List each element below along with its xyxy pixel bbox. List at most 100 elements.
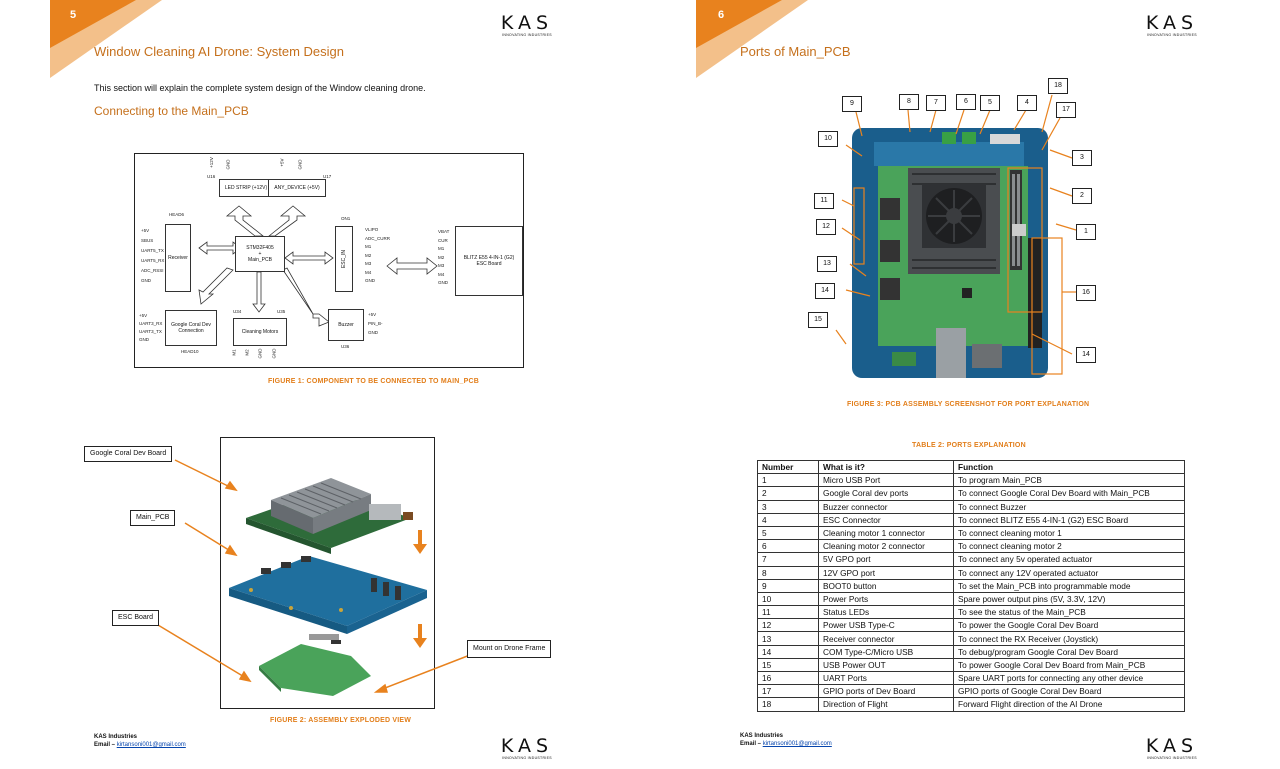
receiver-block: Receiver bbox=[165, 224, 191, 292]
cell-number: 11 bbox=[757, 605, 819, 620]
cell-function: To power Google Coral Dev Board from Mai… bbox=[953, 657, 1185, 673]
cell-function: To connect Buzzer bbox=[953, 499, 1185, 514]
cell-function: Spare power output pins (5V, 3.3V, 12V) bbox=[953, 591, 1185, 607]
cell-number: 6 bbox=[757, 539, 819, 554]
esc-board-pins: VBAT CUR M1 M2 M3 M4 GND bbox=[438, 229, 450, 285]
callout-main-pcb: Main_PCB bbox=[130, 510, 176, 526]
page-number: 6 bbox=[718, 9, 725, 21]
callout-mount-frame: Mount on Drone Frame bbox=[467, 640, 552, 658]
cell-what: UART Ports bbox=[818, 670, 954, 686]
cell-number: 8 bbox=[757, 565, 819, 580]
cell-what: 5V GPO port bbox=[818, 552, 954, 567]
cell-function: To power the Google Coral Dev Board bbox=[953, 618, 1185, 633]
cell-function: To connect any 12V operated actuator bbox=[953, 565, 1185, 580]
page-5: 5 KAS INNOVATING INDUSTRIES Window Clean… bbox=[50, 0, 554, 760]
pcb-label-13: 13 bbox=[817, 256, 837, 272]
cell-function: To connect any 5v operated actuator bbox=[953, 552, 1185, 567]
pcb-label-14a: 14 bbox=[815, 283, 835, 299]
cell-what: Micro USB Port bbox=[818, 473, 954, 488]
callout-arrows bbox=[157, 459, 471, 693]
esc-in-pins: VLIPO ADC_CURR M1 M2 M3 M4 GND bbox=[365, 227, 391, 283]
cell-what: Direction of Flight bbox=[818, 697, 954, 712]
cell-function: Forward Flight direction of the AI Drone bbox=[953, 697, 1185, 712]
cell-number: 3 bbox=[757, 499, 819, 514]
email-link[interactable]: kirtansoni001@gmail.com bbox=[116, 742, 186, 748]
coral-pins: +5V UART3_RX UART3_TX GND bbox=[139, 313, 163, 342]
pcb-label-17: 17 bbox=[1056, 102, 1076, 118]
figure-3-caption: Figure 3: PCB Assembly screenshot for po… bbox=[847, 401, 1090, 408]
cell-number: 9 bbox=[757, 578, 819, 593]
cell-number: 12 bbox=[757, 618, 819, 633]
page-title: Ports of Main_PCB bbox=[740, 44, 851, 59]
cell-number: 18 bbox=[757, 697, 819, 712]
cell-what: USB Power OUT bbox=[818, 657, 954, 673]
intro-paragraph: This section will explain the complete s… bbox=[94, 83, 426, 93]
footer-company: KAS Industries bbox=[740, 733, 784, 739]
kas-logo: KAS INNOVATING INDUSTRIES bbox=[1145, 12, 1199, 38]
cell-number: 15 bbox=[757, 657, 819, 673]
cell-number: 2 bbox=[757, 486, 819, 501]
cell-what: Buzzer connector bbox=[818, 499, 954, 514]
receiver-pins: +5V SBUS UART5_TX UART5_RX ADC_RSSI GND bbox=[141, 228, 165, 283]
footer-email: Email – kirtansoni001@gmail.com bbox=[94, 742, 186, 748]
kas-logo: KAS INNOVATING INDUSTRIES bbox=[500, 12, 554, 38]
pcb-label-14b: 14 bbox=[1076, 347, 1096, 363]
page-title: Window Cleaning AI Drone: System Design bbox=[94, 44, 345, 59]
pcb-illustration bbox=[852, 128, 1048, 378]
col-what: What is it? bbox=[818, 459, 954, 475]
coral-connection-block: Google Coral Dev Connection bbox=[165, 310, 217, 346]
esc-board-block: BLITZ E55 4-IN-1 (G2) ESC Board bbox=[455, 226, 523, 296]
buzzer-block: Buzzer bbox=[328, 309, 364, 341]
cell-what: BOOT0 button bbox=[818, 578, 954, 593]
cell-number: 7 bbox=[757, 552, 819, 567]
page-number: 5 bbox=[70, 9, 77, 21]
esc-in-block: ESC_IN bbox=[335, 226, 353, 292]
kas-logo-footer: KAS INNOVATING INDUSTRIES bbox=[1145, 735, 1199, 761]
cell-what: Power USB Type-C bbox=[818, 618, 954, 633]
pcb-label-3: 3 bbox=[1072, 150, 1092, 166]
cell-function: To see the status of the Main_PCB bbox=[953, 605, 1185, 620]
schematic-diagram: U16 LED STRIP (+12V) +12V GND U17 ANY_DE… bbox=[134, 153, 524, 368]
pcb-label-6: 6 bbox=[956, 94, 976, 110]
cell-function: To connect cleaning motor 2 bbox=[953, 539, 1185, 554]
table-2-caption: Table 2: Ports Explanation bbox=[912, 442, 1026, 449]
pcb-label-18: 18 bbox=[1048, 78, 1068, 94]
cell-number: 14 bbox=[757, 644, 819, 659]
email-link[interactable]: kirtansoni001@gmail.com bbox=[762, 741, 832, 747]
figure-1-caption: Figure 1: Component to be connected to M… bbox=[268, 378, 479, 385]
cell-what: 12V GPO port bbox=[818, 565, 954, 580]
exploded-view-illustration bbox=[229, 478, 427, 696]
pcb-label-9: 9 bbox=[842, 96, 862, 112]
cell-number: 5 bbox=[757, 525, 819, 541]
table-header-row: Number What is it? Function bbox=[757, 459, 1185, 475]
exploded-view-figure bbox=[220, 437, 435, 709]
figure-2-caption: Figure 2: Assembly exploded view bbox=[270, 717, 412, 724]
cleaning-motors-block: Cleaning Motors bbox=[233, 318, 287, 346]
footer-email: Email – kirtansoni001@gmail.com bbox=[740, 741, 832, 747]
pcb-label-5: 5 bbox=[980, 95, 1000, 111]
buzzer-pins: +5V PIN_B- GND bbox=[368, 312, 383, 335]
cell-what: Google Coral dev ports bbox=[818, 486, 954, 501]
cell-what: Receiver connector bbox=[818, 631, 954, 646]
cell-what: ESC Connector bbox=[818, 512, 954, 527]
cell-what: Power Ports bbox=[818, 591, 954, 607]
pcb-label-1: 1 bbox=[1076, 224, 1096, 240]
section-subtitle: Connecting to the Main_PCB bbox=[94, 104, 249, 118]
footer-company: KAS Industries bbox=[94, 734, 138, 740]
pcb-label-7: 7 bbox=[926, 95, 946, 111]
